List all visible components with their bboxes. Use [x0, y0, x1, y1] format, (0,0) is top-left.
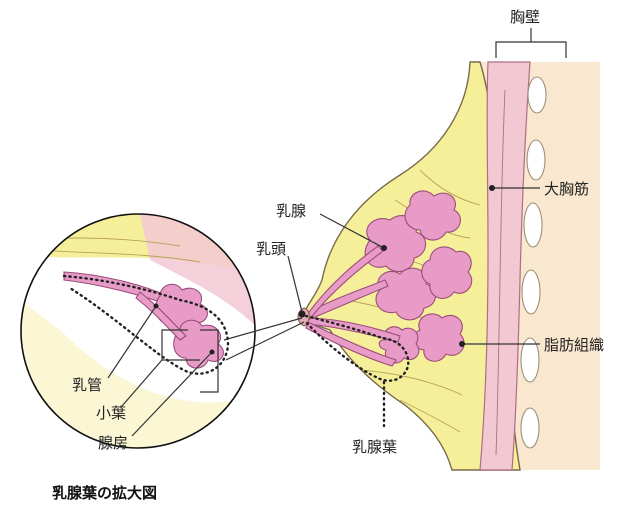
label-mammary-gland: 乳腺	[276, 202, 306, 220]
label-chest-wall: 胸壁	[510, 8, 540, 26]
label-alveoli: 腺房	[98, 434, 128, 452]
pectoralis-muscle	[479, 61, 531, 471]
mammary-gland-clusters	[305, 190, 473, 367]
ribs	[520, 76, 547, 449]
label-fat-tissue: 脂肪組織	[544, 336, 604, 354]
inset-caption: 乳腺葉の拡大図	[52, 484, 157, 502]
projection-lines	[223, 317, 305, 361]
label-pectoralis-major: 大胸筋	[544, 180, 589, 198]
mammary-lobe-outline	[304, 314, 410, 382]
label-nipple: 乳頭	[256, 240, 286, 258]
leader-lines	[107, 28, 567, 437]
label-mammary-lobe: 乳腺葉	[352, 438, 397, 456]
magnified-lobe-inset	[20, 213, 256, 449]
label-lactiferous-duct: 乳管	[72, 376, 102, 394]
label-lobule: 小葉	[96, 404, 126, 422]
